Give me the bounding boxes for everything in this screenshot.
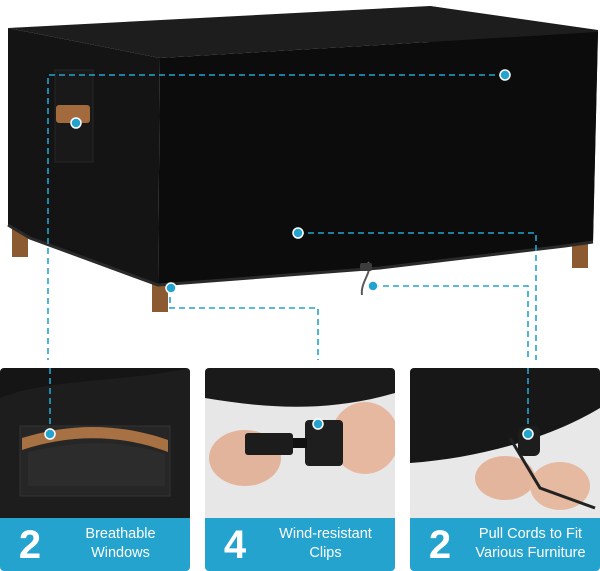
cord-closeup-photo <box>410 368 600 518</box>
buckle-clip-icon <box>245 420 343 466</box>
feature-label: Pull Cords to Fit Various Furniture <box>475 526 586 561</box>
window-closeup-photo <box>0 368 190 518</box>
cover-front-face <box>158 32 598 285</box>
vent-handle-strap <box>56 105 90 123</box>
pull-cord <box>360 261 372 296</box>
feature-panel-windows: 2 Breathable Windows <box>0 368 190 571</box>
product-hero-image <box>7 6 598 360</box>
feature-count: 4 <box>223 523 247 567</box>
callout-dot-icon <box>70 69 511 294</box>
feature-panel-clips: 4 Wind-resistant Clips <box>205 368 395 571</box>
feature-count: 2 <box>18 523 42 567</box>
feature-label: Wind-resistant Clips <box>279 526 372 561</box>
feature-count: 2 <box>428 523 452 567</box>
caption-bar: 2 Breathable Windows <box>0 518 190 571</box>
cover-top <box>8 6 598 58</box>
caption-bar: 4 Wind-resistant Clips <box>205 518 395 571</box>
feature-label: Breathable Windows <box>85 526 156 561</box>
caption-bar: 2 Pull Cords to Fit Various Furniture <box>410 518 600 571</box>
feature-panel-pull-cords: 2 Pull Cords to Fit Various Furniture <box>410 368 600 571</box>
clip-closeup-photo <box>205 368 395 518</box>
